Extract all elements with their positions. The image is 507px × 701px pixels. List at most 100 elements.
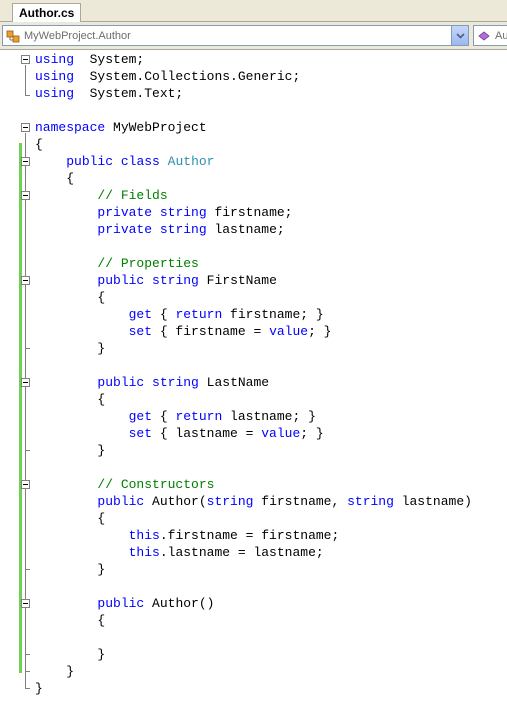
code-token: { bbox=[35, 171, 75, 186]
code-token: { bbox=[35, 511, 106, 526]
code-line: // Constructors bbox=[35, 476, 214, 493]
outline-guide bbox=[25, 133, 26, 688]
code-token: private bbox=[97, 222, 153, 237]
code-token: get bbox=[128, 307, 153, 322]
code-line: public string FirstName bbox=[35, 272, 276, 289]
class-icon bbox=[6, 30, 20, 42]
code-token bbox=[152, 222, 160, 237]
collapse-default-constructor-icon[interactable] bbox=[21, 599, 30, 608]
type-dropdown[interactable]: MyWebProject.Author bbox=[2, 25, 469, 46]
code-token bbox=[35, 426, 129, 441]
code-editor[interactable]: using System;using System.Collections.Ge… bbox=[0, 51, 507, 701]
code-token bbox=[35, 596, 97, 611]
code-token bbox=[144, 273, 152, 288]
code-token: ; } bbox=[308, 324, 332, 339]
code-token: } bbox=[35, 443, 106, 458]
code-line: // Fields bbox=[35, 187, 167, 204]
outline-end-tick bbox=[25, 450, 30, 451]
code-line: { bbox=[35, 612, 105, 629]
code-line: } bbox=[35, 680, 43, 697]
tab-author-cs[interactable]: Author.cs bbox=[12, 3, 82, 23]
code-token: lastname; bbox=[206, 222, 285, 237]
code-token bbox=[35, 494, 97, 509]
code-token: this bbox=[128, 528, 160, 543]
code-line: { bbox=[35, 170, 74, 187]
code-token: value bbox=[261, 426, 301, 441]
code-token: set bbox=[128, 324, 153, 339]
changed-lines-marker bbox=[19, 143, 22, 673]
code-token: get bbox=[128, 409, 153, 424]
code-token: MyWebProject bbox=[105, 120, 207, 135]
code-line: { bbox=[35, 510, 105, 527]
code-token: namespace bbox=[35, 120, 106, 135]
code-token bbox=[144, 375, 152, 390]
code-line: this.firstname = firstname; bbox=[35, 527, 340, 544]
code-token: class bbox=[120, 154, 160, 169]
code-line: { bbox=[35, 391, 105, 408]
code-line: { bbox=[35, 136, 43, 153]
collapse-class-icon[interactable] bbox=[21, 157, 30, 166]
code-token: { bbox=[35, 392, 106, 407]
code-token bbox=[35, 273, 97, 288]
code-token bbox=[35, 375, 97, 390]
code-line: } bbox=[35, 442, 105, 459]
code-line: using System.Text; bbox=[35, 85, 183, 102]
code-token: } bbox=[35, 341, 106, 356]
member-dropdown[interactable]: Au bbox=[473, 25, 507, 46]
navigation-bar: MyWebProject.Author Au bbox=[0, 22, 507, 50]
code-token: using bbox=[35, 52, 75, 67]
code-token: public bbox=[97, 375, 145, 390]
code-token: value bbox=[269, 324, 309, 339]
chevron-down-icon bbox=[455, 32, 465, 39]
code-line: { bbox=[35, 289, 105, 306]
outline-end-tick bbox=[25, 688, 30, 689]
outline-end-tick bbox=[25, 348, 30, 349]
code-line: public Author() bbox=[35, 595, 214, 612]
document-tab-strip: Author.cs bbox=[0, 0, 507, 23]
code-token: Author bbox=[167, 154, 215, 169]
code-token: } bbox=[35, 562, 106, 577]
code-line: } bbox=[35, 340, 105, 357]
code-token: { lastname = bbox=[152, 426, 262, 441]
outline-end-tick bbox=[25, 95, 30, 96]
outline-end-tick bbox=[25, 654, 30, 655]
collapse-using-icon[interactable] bbox=[21, 55, 30, 64]
code-token: { bbox=[152, 307, 176, 322]
code-token bbox=[152, 205, 160, 220]
code-token: // Properties bbox=[97, 256, 199, 271]
tab-label: Author.cs bbox=[19, 6, 75, 20]
code-token: lastname; } bbox=[222, 409, 316, 424]
code-token: string bbox=[152, 273, 199, 288]
code-line: using System.Collections.Generic; bbox=[35, 68, 300, 85]
code-token: set bbox=[128, 426, 153, 441]
code-token: public bbox=[97, 273, 145, 288]
code-token: using bbox=[35, 86, 75, 101]
code-token: System; bbox=[74, 52, 145, 67]
outline-end-tick bbox=[25, 671, 30, 672]
code-line: // Properties bbox=[35, 255, 199, 272]
code-line: public Author(string firstname, string l… bbox=[35, 493, 472, 510]
collapse-lastname-property-icon[interactable] bbox=[21, 378, 30, 387]
collapse-constructor-icon[interactable] bbox=[21, 480, 30, 489]
code-token: } bbox=[35, 647, 106, 662]
code-token: LastName bbox=[198, 375, 270, 390]
code-line: namespace MyWebProject bbox=[35, 119, 207, 136]
code-token bbox=[35, 222, 97, 237]
collapse-firstname-property-icon[interactable] bbox=[21, 276, 30, 285]
code-line: get { return firstname; } bbox=[35, 306, 324, 323]
code-token: } bbox=[35, 664, 75, 679]
code-token: // Constructors bbox=[97, 477, 215, 492]
code-token bbox=[35, 324, 129, 339]
member-dropdown-value: Au bbox=[495, 29, 507, 42]
code-token: private bbox=[97, 205, 153, 220]
code-token: return bbox=[175, 307, 223, 322]
code-token: public bbox=[97, 596, 145, 611]
code-token bbox=[113, 154, 121, 169]
code-token: firstname; bbox=[206, 205, 293, 220]
code-token bbox=[35, 154, 66, 169]
code-line: } bbox=[35, 646, 105, 663]
collapse-fields-icon[interactable] bbox=[21, 191, 30, 200]
type-dropdown-button[interactable] bbox=[451, 26, 468, 45]
collapse-namespace-icon[interactable] bbox=[21, 123, 30, 132]
code-token: string bbox=[159, 222, 207, 237]
